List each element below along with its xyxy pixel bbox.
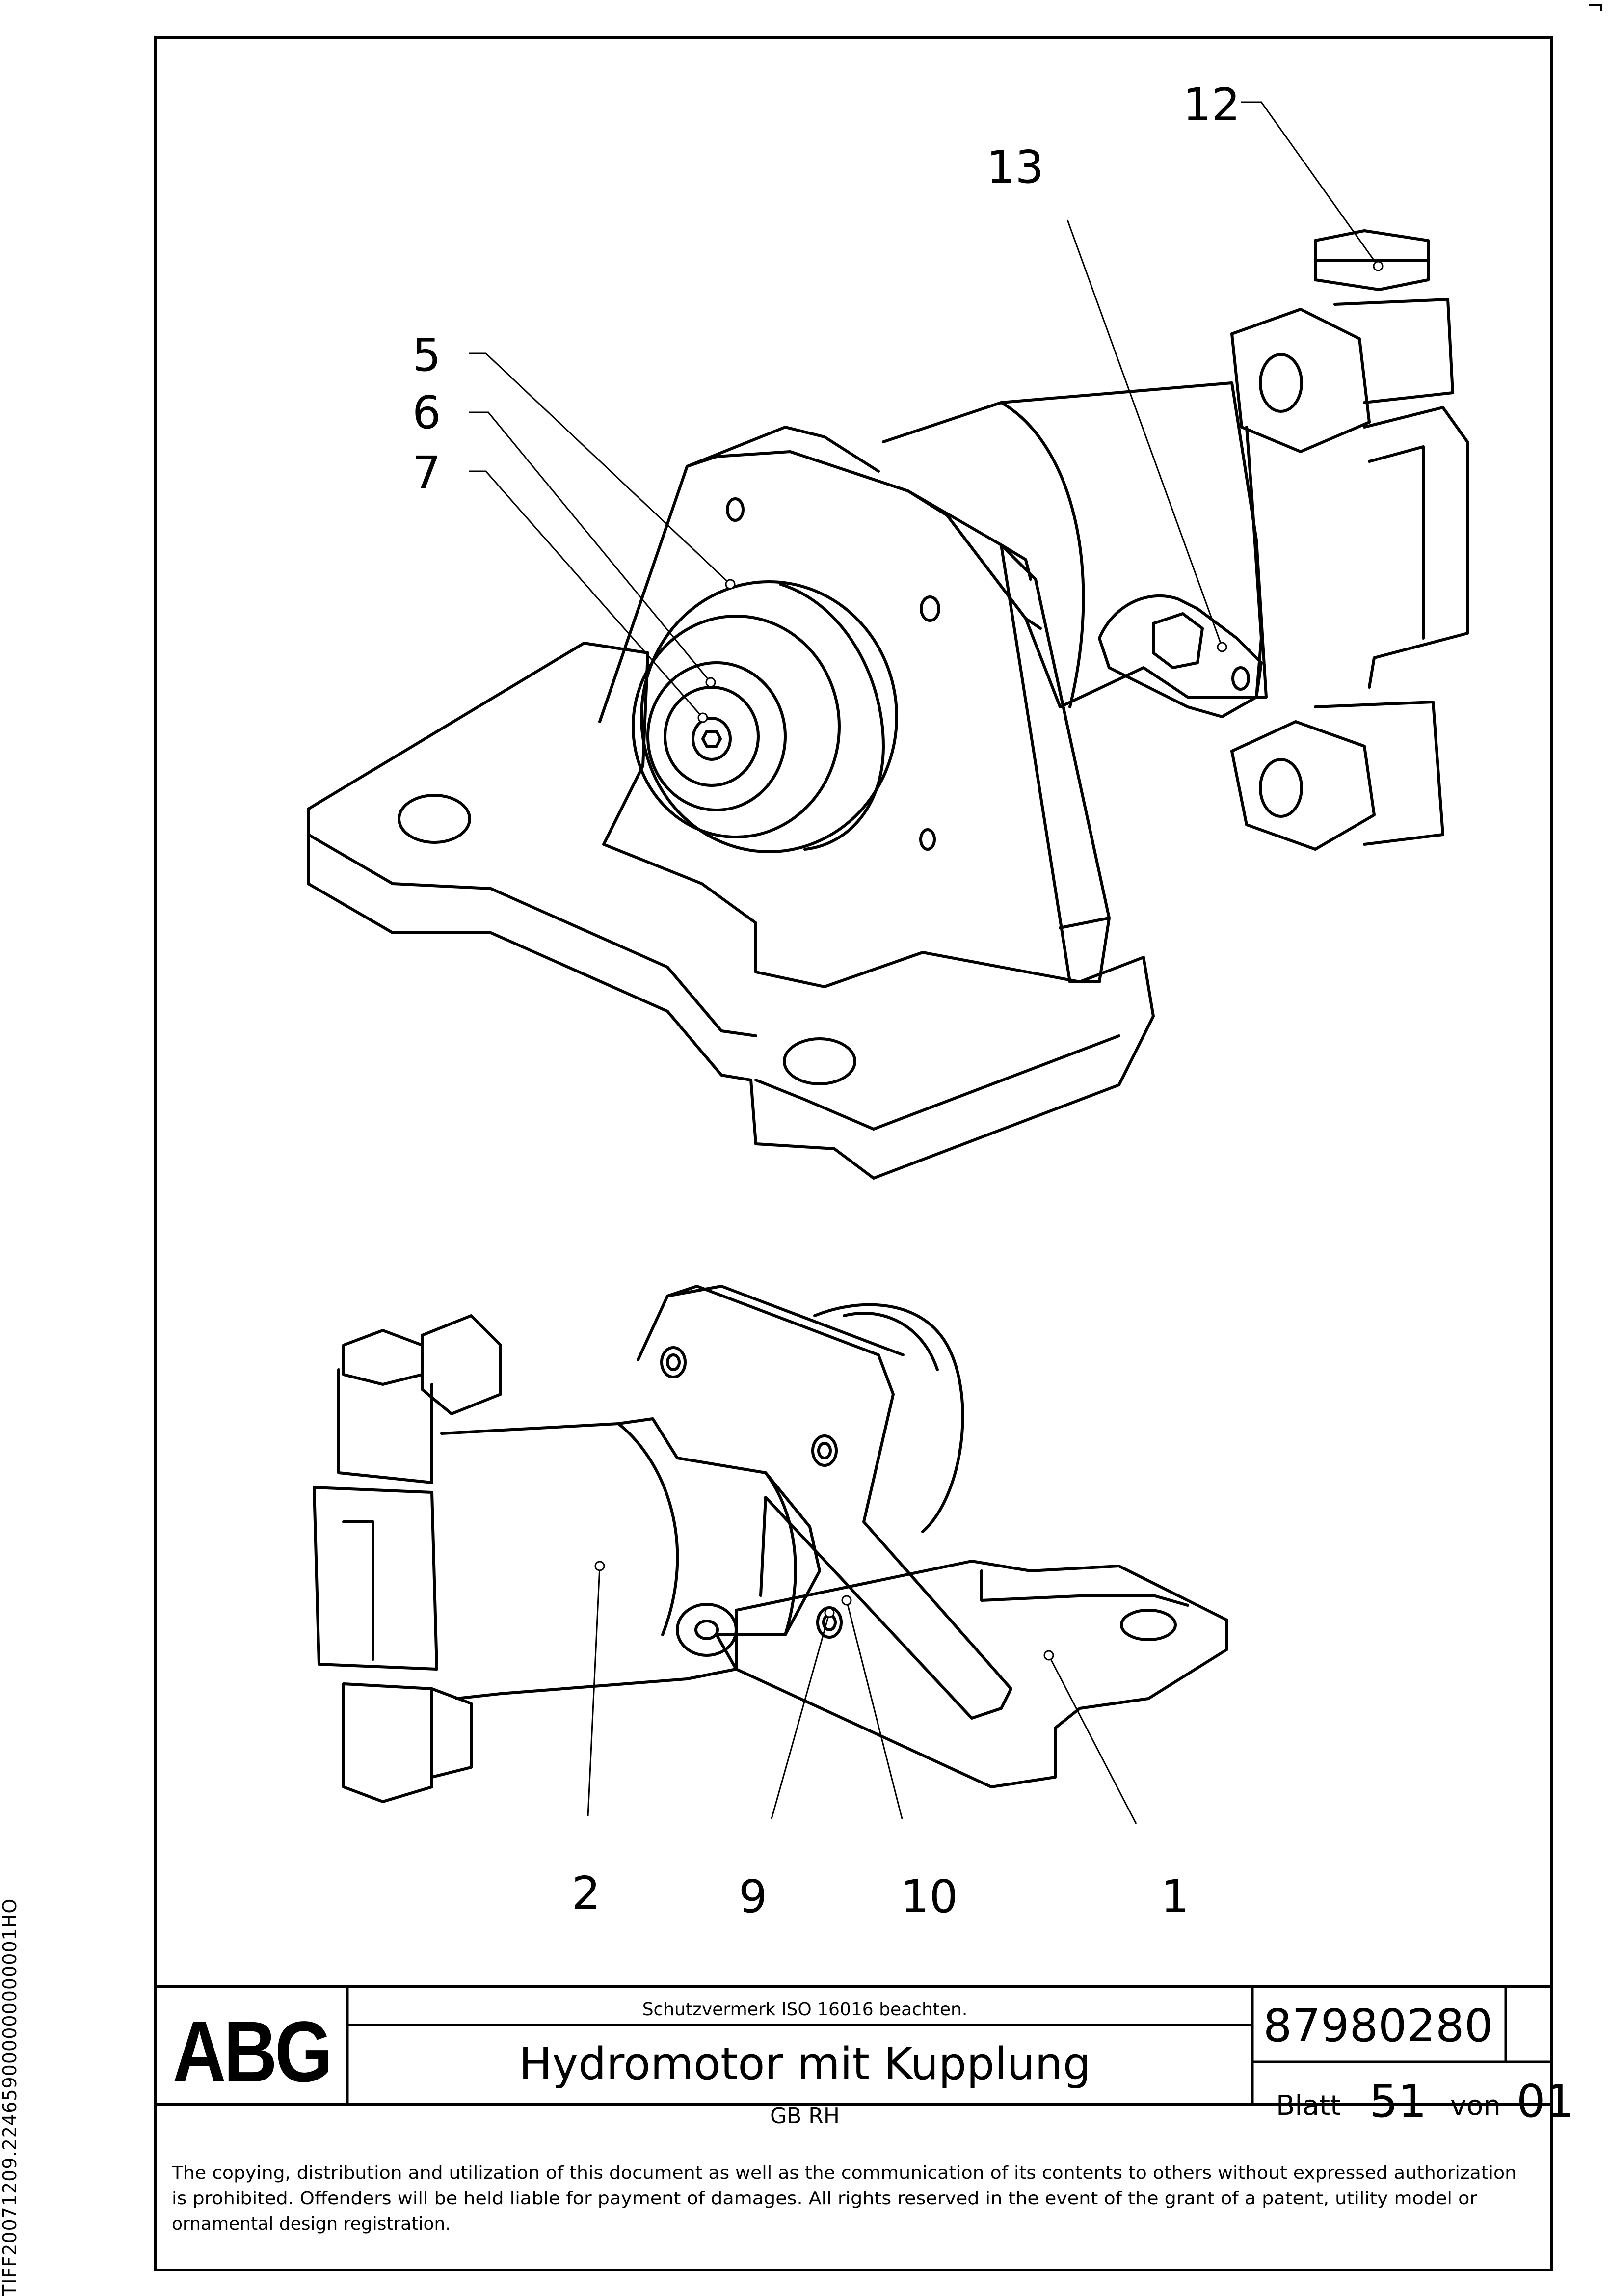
lower-nut bbox=[421, 1314, 502, 1415]
lower-base-plate bbox=[735, 1560, 1228, 1788]
upper-assembly-view bbox=[307, 229, 1469, 1180]
copyright-line-3: ornamental design registration. bbox=[172, 2214, 451, 2234]
leader-7 bbox=[469, 470, 704, 718]
upper-fitting-top bbox=[1314, 229, 1430, 291]
protection-notice: Schutzvermerk ISO 16016 beachten. bbox=[642, 1999, 968, 2020]
leader-12 bbox=[1241, 101, 1379, 267]
leader-lines bbox=[469, 101, 1379, 1824]
lower-port bbox=[676, 1603, 738, 1657]
copyright-line-2: is prohibited. Offenders will be held li… bbox=[172, 2188, 1477, 2209]
title-block: ABG Schutzvermerk ISO 16016 beachten. Hy… bbox=[173, 1987, 1574, 2129]
leader-1 bbox=[1048, 1655, 1137, 1824]
leader-10 bbox=[846, 1600, 903, 1819]
part-label-5: 5 bbox=[412, 329, 441, 381]
side-file-code: TIFF20071209.224659000000000001HO bbox=[0, 1898, 21, 2296]
lower-motor-body bbox=[440, 1417, 821, 1700]
document-number: 87980280 bbox=[1263, 1999, 1493, 2052]
leader-9 bbox=[771, 1612, 830, 1819]
drawing-subtitle: GB RH bbox=[770, 2104, 840, 2129]
upper-nut-2 bbox=[1230, 720, 1376, 851]
part-label-1: 1 bbox=[1161, 1870, 1190, 1923]
drawing-title: Hydromotor mit Kupplung bbox=[519, 2038, 1091, 2090]
part-label-2: 2 bbox=[572, 1867, 601, 1919]
leader-6 bbox=[469, 411, 712, 683]
leader-5 bbox=[469, 352, 731, 585]
part-label-13: 13 bbox=[986, 141, 1044, 193]
leader-2 bbox=[587, 1566, 601, 1817]
part-labels: 12 13 5 6 7 2 9 10 1 bbox=[412, 79, 1240, 1923]
leader-dots bbox=[594, 261, 1384, 1661]
sheet-label: Blatt bbox=[1276, 2090, 1341, 2122]
company-logo: ABG bbox=[173, 2003, 330, 2100]
upper-nut-1 bbox=[1230, 308, 1371, 453]
sheet-total: 01 bbox=[1517, 2075, 1574, 2128]
corner-mark bbox=[1589, 4, 1602, 11]
upper-base-plate bbox=[307, 642, 1155, 1180]
part-label-7: 7 bbox=[412, 447, 441, 499]
of-label: von bbox=[1450, 2090, 1501, 2122]
sheet-number: 51 bbox=[1369, 2075, 1427, 2128]
drawing-frame bbox=[154, 36, 1553, 2271]
part-label-12: 12 bbox=[1183, 79, 1240, 131]
upper-small-fitting bbox=[1098, 594, 1263, 718]
copyright-line-1: The copying, distribution and utilizatio… bbox=[171, 2163, 1517, 2183]
part-label-9: 9 bbox=[739, 1870, 768, 1923]
part-label-10: 10 bbox=[901, 1870, 958, 1923]
part-label-6: 6 bbox=[412, 386, 441, 439]
copyright-notice: The copying, distribution and utilizatio… bbox=[171, 2163, 1517, 2234]
upper-mount-hole-right bbox=[783, 1037, 856, 1085]
lower-bracket bbox=[637, 1285, 1012, 1720]
lower-assembly-view bbox=[313, 1285, 1228, 1803]
upper-motor-body bbox=[882, 381, 1268, 708]
leader-13 bbox=[1066, 219, 1223, 648]
upper-mount-hole-left bbox=[398, 794, 471, 844]
lower-mount-hole bbox=[1120, 1609, 1177, 1641]
upper-pulley-outer bbox=[640, 580, 898, 853]
